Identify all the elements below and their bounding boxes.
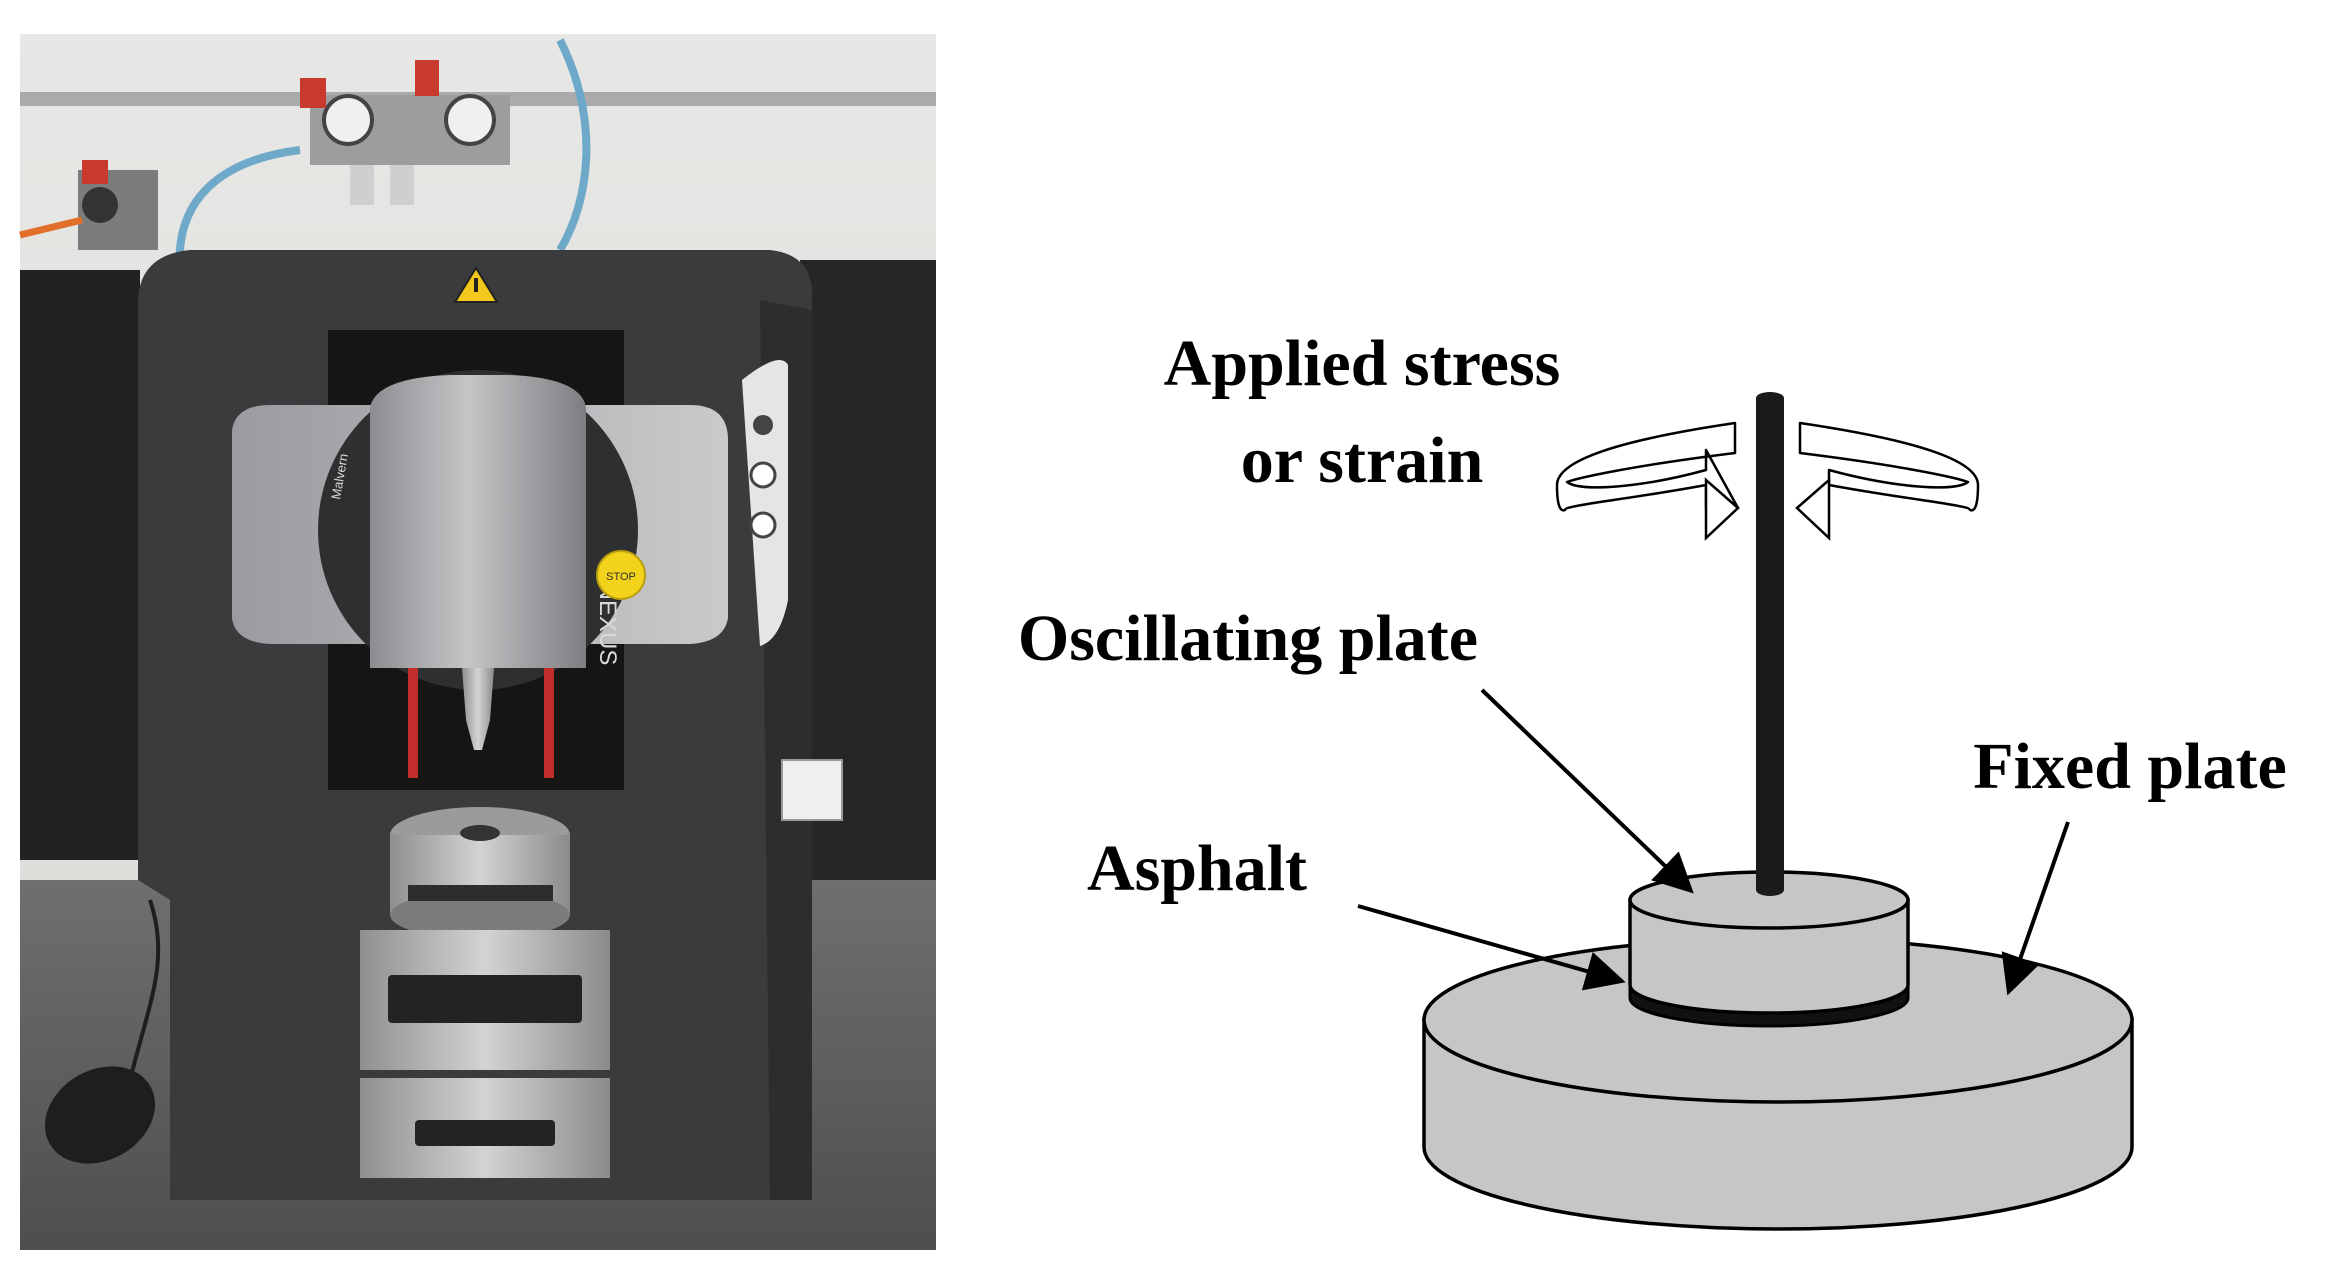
- rheometer-photo: KINEXUS Malvern STOP: [19, 34, 936, 1250]
- base-handle: [388, 975, 582, 1023]
- label-oscillating-plate: Oscillating plate: [1018, 602, 1478, 675]
- spindle: [462, 668, 494, 750]
- label-asphalt: Asphalt: [1087, 832, 1307, 905]
- drive-shaft: [1756, 392, 1784, 896]
- fixed-leader: [2001, 821, 2070, 996]
- pressure-regulator: [300, 60, 510, 205]
- status-icon-3: [749, 511, 777, 539]
- plate-slot: [408, 885, 553, 901]
- computer-mouse: [44, 1066, 156, 1164]
- measuring-head: [370, 375, 586, 668]
- status-icon-2: [749, 461, 777, 489]
- oscillating-leader: [1480, 688, 1694, 894]
- label-applied-stress: Applied stress: [1164, 327, 1561, 400]
- sample-well: [460, 825, 500, 841]
- rotation-arrow-right-icon: [1795, 421, 1980, 541]
- air-hose: [175, 146, 301, 271]
- wall-outlet: [781, 759, 843, 821]
- left-red-rod: [408, 668, 418, 778]
- asphalt-leader: [1357, 904, 1626, 991]
- label-or-strain: or strain: [1241, 424, 1484, 497]
- stop-button-label: STOP: [606, 571, 636, 583]
- stop-button: STOP: [596, 550, 646, 600]
- rotation-arrow-left-icon: [1555, 421, 1740, 541]
- warning-triangle-icon: [453, 266, 499, 303]
- right-red-rod: [544, 668, 554, 778]
- background-monitor: [20, 270, 140, 860]
- filter-unit: [19, 160, 158, 250]
- status-panel: [742, 360, 788, 646]
- drawer-handle: [415, 1120, 555, 1146]
- label-fixed-plate: Fixed plate: [1973, 730, 2286, 803]
- air-hose-right: [556, 38, 591, 253]
- schematic-diagram: Applied stress or strain Oscillating pla…: [1018, 327, 2287, 1231]
- mouse-cable: [128, 899, 161, 1081]
- lower-plate-base: [390, 891, 570, 939]
- status-icon-1: [753, 415, 773, 435]
- oscillating-plate: [1628, 870, 1910, 1015]
